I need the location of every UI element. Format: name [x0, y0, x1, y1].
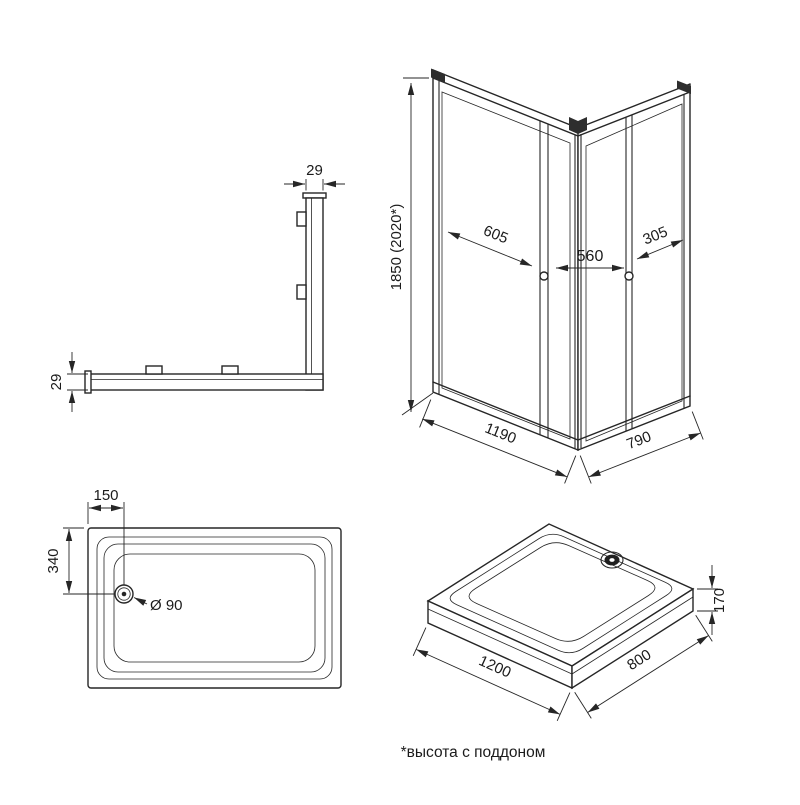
drain-center-dot	[121, 591, 127, 597]
top-bracket-left	[431, 68, 445, 83]
roller-bracket	[296, 284, 307, 300]
dimension-drain-offset-v: 340	[45, 527, 115, 595]
corner-profile-top-view: 29 29	[48, 162, 345, 412]
profile-end-cap	[84, 370, 92, 394]
roller-bracket	[221, 365, 239, 375]
tray-outer-rect	[87, 527, 342, 689]
tray-rim-contour	[449, 533, 673, 654]
extension-line	[574, 691, 592, 719]
tray-rim-line	[103, 543, 326, 673]
dimension-arrow	[447, 231, 533, 267]
drain-inner-circle	[117, 587, 131, 601]
dimension-drain-diameter: Ø 90	[133, 597, 183, 614]
dimension-arrow	[415, 648, 561, 715]
extension-line	[579, 455, 592, 484]
enclosure-isometric-view: 1850 (2020*) 605 560 305 1190 79	[388, 68, 704, 484]
tray-floor-line	[113, 553, 316, 663]
extension-line	[419, 399, 432, 428]
dim-label-door-width: 560	[577, 248, 604, 265]
leader-arrow	[133, 597, 148, 606]
profile-top-cap	[302, 192, 327, 199]
dimension-drain-offset-h: 150	[87, 487, 125, 585]
enclosure-right-face	[577, 90, 691, 452]
dim-label-drain-offset-h: 150	[93, 487, 118, 504]
extension-line	[691, 411, 704, 440]
dim-label-drain-offset-v: 340	[45, 548, 62, 573]
dim-label-profile-depth: 29	[48, 374, 65, 391]
extension-line	[556, 692, 571, 721]
corner-post	[574, 134, 582, 449]
vertical-wall-profile	[305, 197, 324, 391]
drain-outer-ring	[600, 551, 624, 569]
dimension-arrow	[422, 418, 568, 478]
bottom-rail	[432, 381, 691, 441]
tray-rim-line	[96, 536, 333, 680]
dimension-tray-height: 170	[697, 565, 728, 635]
dimension-enclosure-height: 1850 (2020*)	[388, 77, 434, 416]
drain-highlight	[609, 558, 615, 562]
glass-panel-right	[585, 103, 683, 442]
dim-label-profile-width: 29	[306, 162, 323, 179]
extension-line	[564, 455, 577, 484]
dimension-profile-depth: 29	[48, 352, 88, 412]
dimension-door-width: 560	[556, 248, 624, 272]
roller-bracket	[145, 365, 163, 375]
dim-label-base-width: 790	[624, 428, 654, 453]
dim-label-enclosure-height: 1850 (2020*)	[388, 204, 405, 291]
door-handle-left	[539, 271, 549, 281]
glass-panel-left	[441, 91, 571, 440]
tray-top-view: 150 340 Ø 90	[45, 487, 342, 689]
dim-label-drain-diameter: Ø 90	[150, 597, 183, 614]
extension-line	[695, 614, 713, 642]
horizontal-wall-profile	[89, 373, 324, 391]
door-handle-right	[624, 271, 634, 281]
tray-top-face	[426, 523, 695, 667]
extension-line	[412, 627, 427, 656]
enclosure-left-face	[432, 76, 579, 452]
tray-floor-contour	[468, 542, 656, 642]
dimension-arrow	[587, 635, 709, 713]
top-bracket-corner	[569, 117, 587, 134]
wall-profile-edges	[438, 80, 685, 408]
dimension-arrow	[588, 432, 701, 478]
footnote-height-with-tray: *высота с поддоном	[401, 744, 546, 761]
tray-isometric-view: 1200 800 170	[412, 523, 728, 721]
dimension-arrow	[636, 239, 684, 260]
top-bracket-right	[677, 80, 691, 94]
extension-line	[401, 392, 434, 416]
dim-label-tray-height: 170	[711, 588, 728, 613]
dimension-profile-width: 29	[284, 162, 345, 191]
roller-bracket	[296, 211, 307, 227]
